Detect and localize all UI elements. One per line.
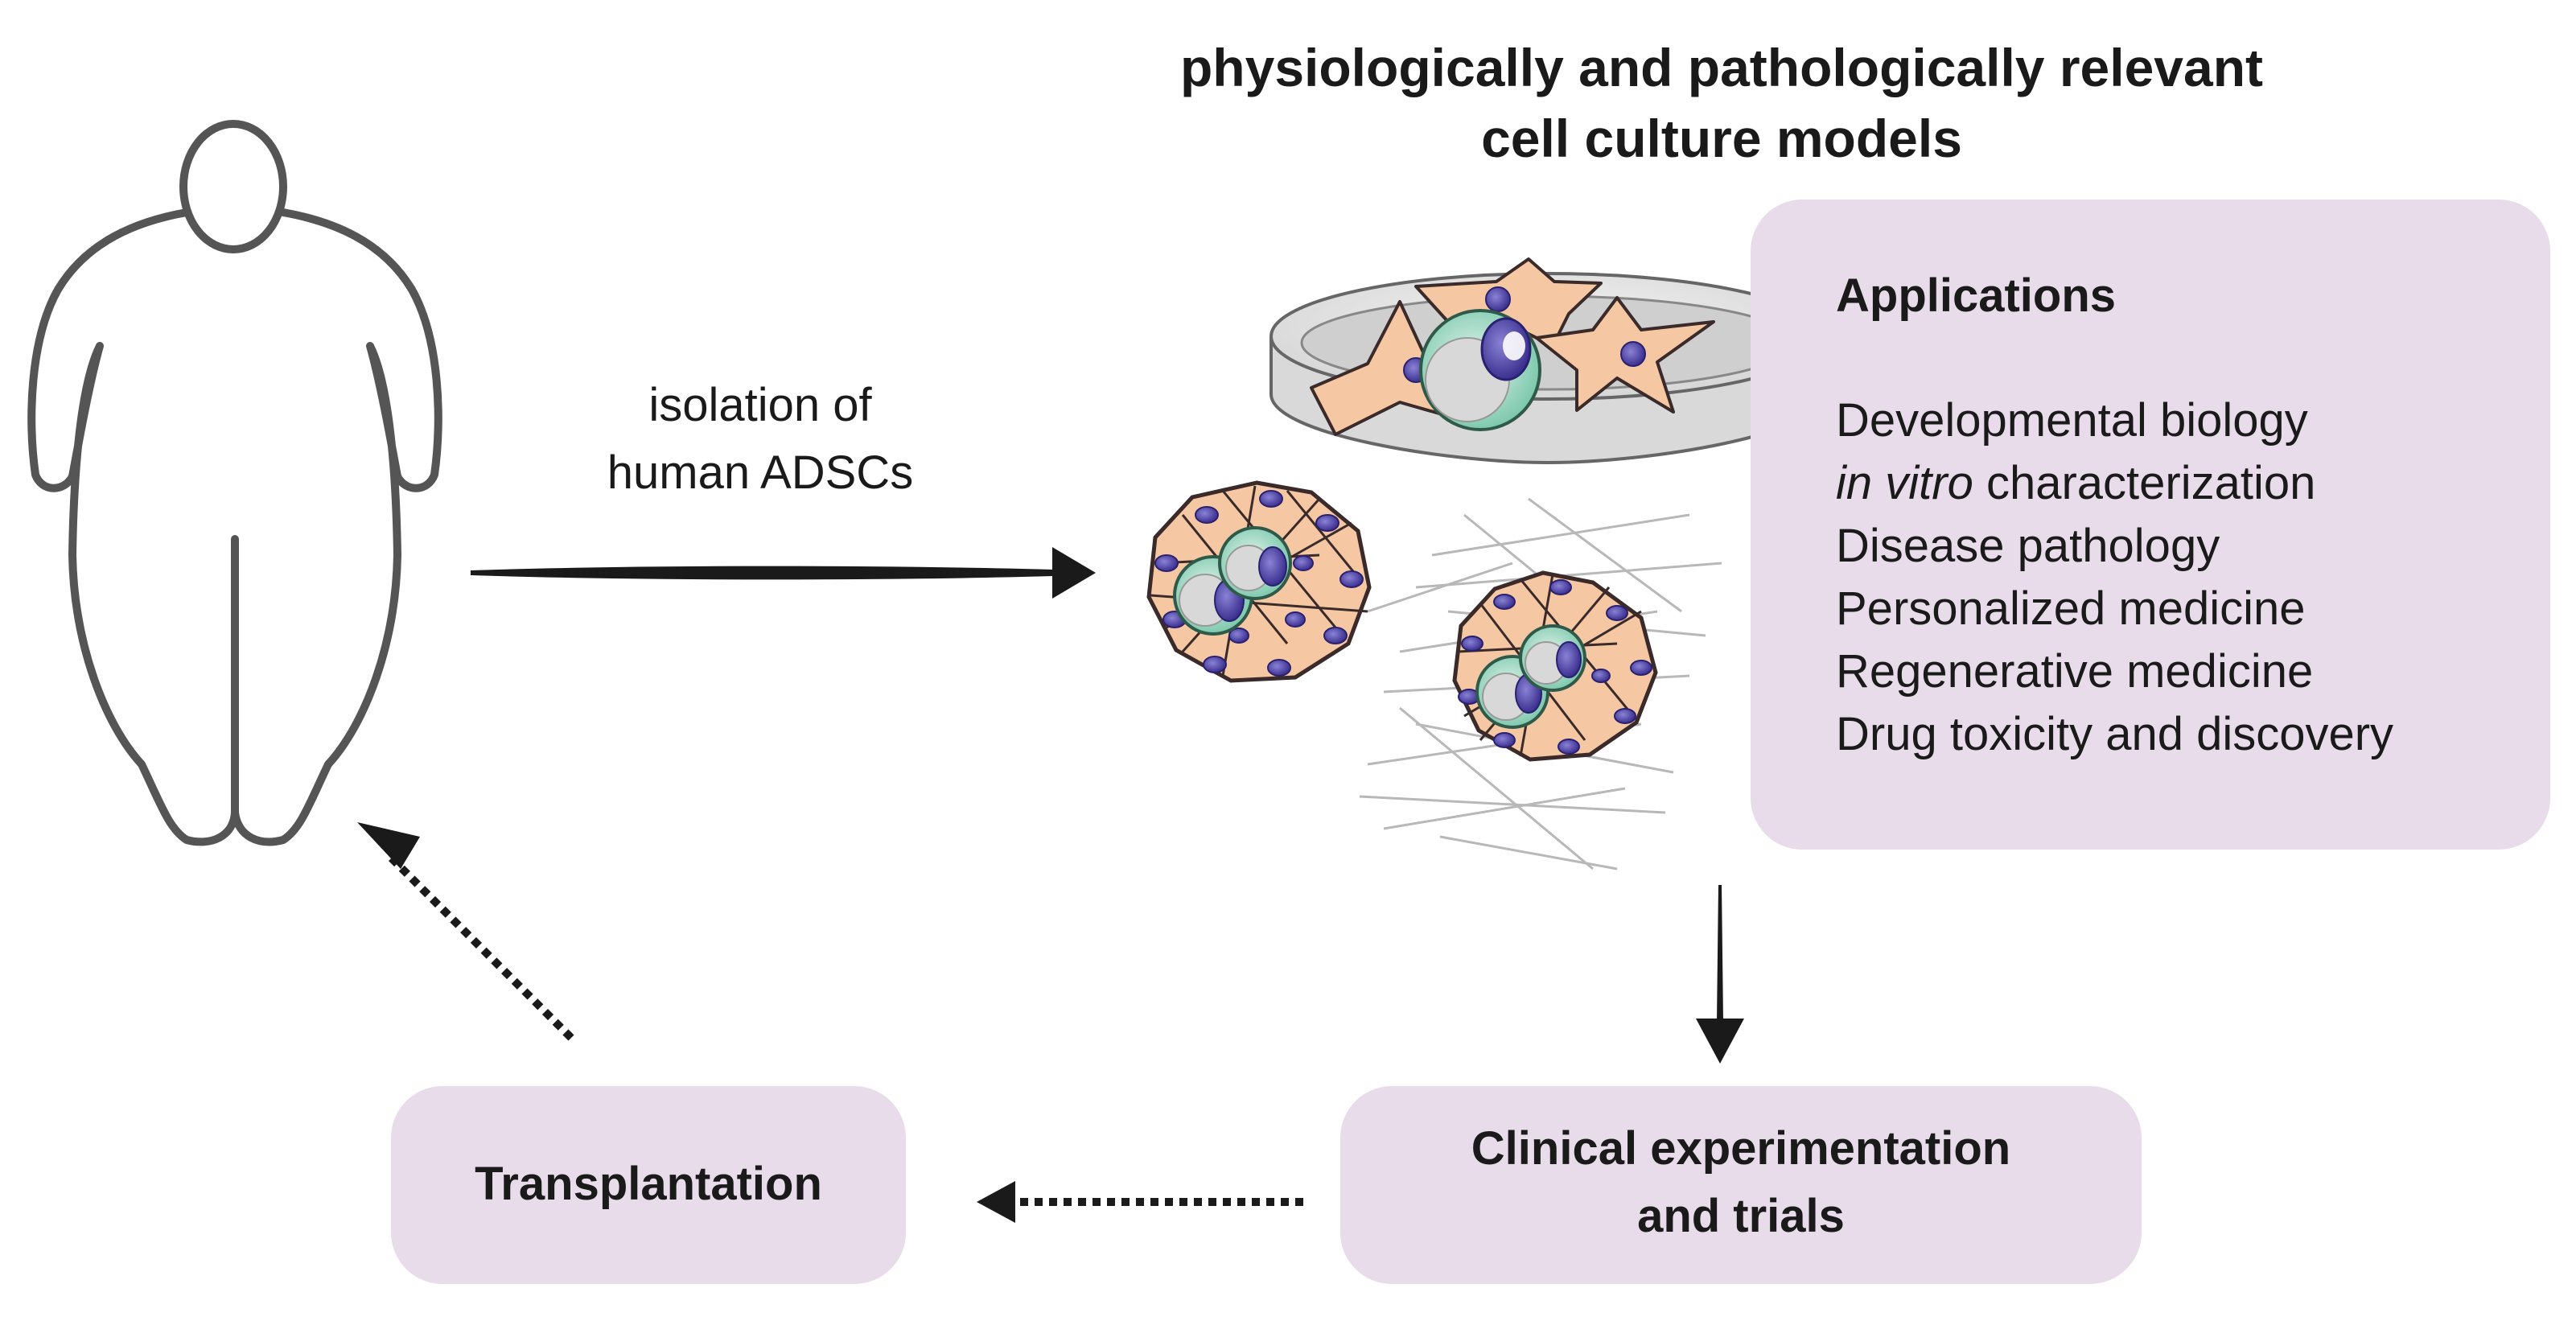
application-item: Drug toxicity and discovery (1836, 708, 2394, 760)
title-line-1: physiologically and pathologically relev… (1179, 38, 2263, 97)
spheroid-right (1452, 570, 1658, 762)
application-item: in vitro characterization (1836, 457, 2316, 509)
down-arrow (1696, 885, 1744, 1064)
title-line-2: cell culture models (1481, 109, 1962, 168)
applications-list: Developmental biology in vitro character… (1836, 389, 2393, 766)
stem-cell-icon (1419, 309, 1541, 431)
isolation-arrow (471, 547, 1096, 599)
isolation-label-line-2: human ADSCs (607, 447, 914, 499)
diagram-title: physiologically and pathologically relev… (1046, 32, 2397, 174)
applications-heading: Applications (1836, 270, 2117, 322)
nucleus-icon (1620, 341, 1646, 367)
clinical-trials-box (1340, 1086, 2142, 1284)
nucleus-icon (1485, 286, 1511, 312)
human-body-icon (27, 120, 442, 846)
isolation-arrow-label: isolation of human ADSCs (483, 372, 1038, 507)
isolation-label-line-1: isolation of (648, 379, 872, 431)
transplantation-box (391, 1086, 906, 1284)
spheroid-left (1146, 480, 1372, 683)
transplantation-label: Transplantation (475, 1158, 822, 1210)
dotted-arrow-to-human (357, 822, 574, 1041)
dotted-arrow-to-transplant (977, 1181, 1303, 1223)
application-item: Developmental biology (1836, 394, 2308, 447)
application-item: Personalized medicine (1836, 582, 2306, 635)
clinical-label-line-2: and trials (1637, 1190, 1845, 1242)
application-item: Disease pathology (1836, 520, 2220, 572)
clinical-trials-label: Clinical experimentation and trials (1340, 1115, 2142, 1250)
application-item: Regenerative medicine (1836, 645, 2314, 698)
applications-box (1751, 200, 2550, 850)
clinical-label-line-1: Clinical experimentation (1471, 1122, 2011, 1175)
